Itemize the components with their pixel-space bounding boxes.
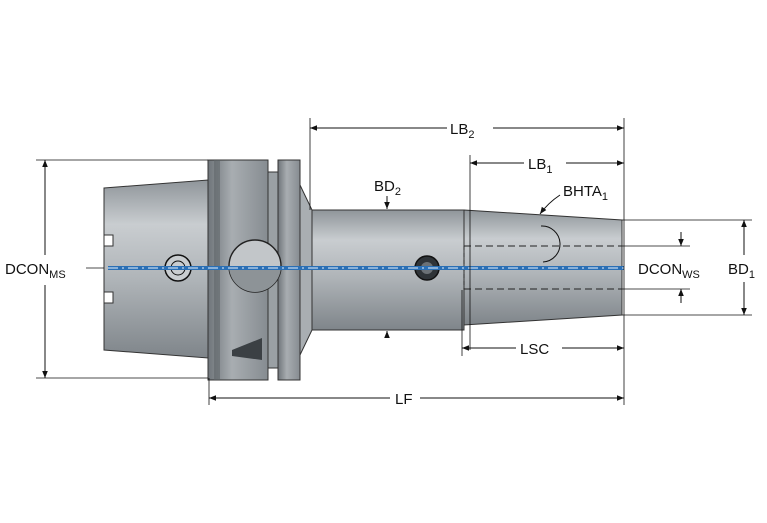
label-bd1: BD1 [728, 261, 755, 281]
label-dcon-ws: DCONWS [638, 261, 700, 281]
label-lf: LF [395, 391, 413, 408]
label-lb2: LB2 [450, 121, 474, 141]
dim-bhta1 [539, 194, 561, 263]
label-bhta1: BHTA1 [563, 183, 608, 203]
label-lb1: LB1 [528, 156, 552, 176]
label-lsc: LSC [520, 341, 549, 358]
label-dcon-ms: DCONMS [5, 261, 66, 281]
dim-lb1 [469, 155, 624, 350]
dim-lsc [461, 290, 624, 356]
dim-bd1 [622, 219, 752, 316]
dim-lb2 [309, 118, 625, 405]
dim-dcon-ws [622, 232, 690, 303]
label-bd2: BD2 [374, 178, 401, 198]
dim-lf [208, 378, 624, 405]
dim-dcon-ms [36, 159, 208, 379]
